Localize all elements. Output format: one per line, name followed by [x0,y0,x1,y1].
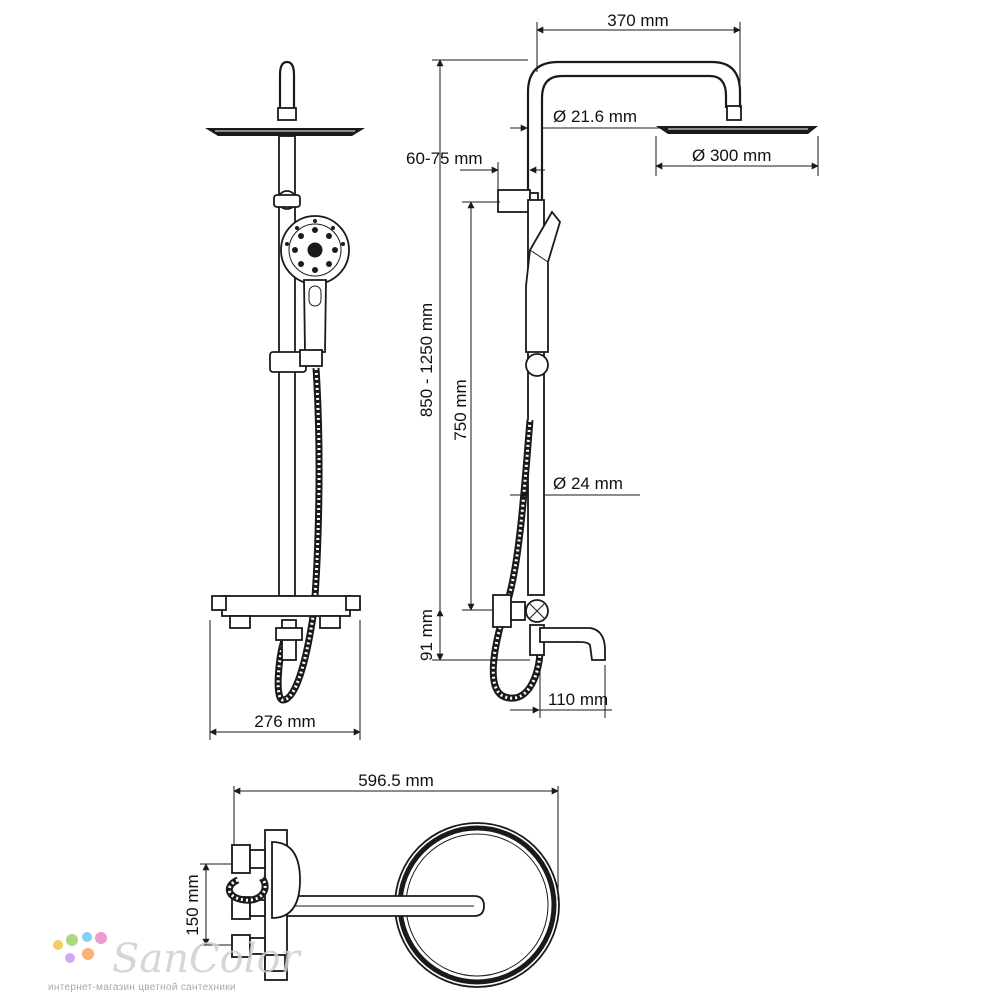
dim-top-arm: 370 mm [536,11,741,108]
logo-dot [82,932,92,942]
wall-offset-label: 60-75 mm [406,149,483,168]
front-view [205,60,365,704]
total-height-label: 850 - 1250 mm [417,303,436,417]
nozzles [285,219,345,273]
logo-dot [53,940,63,950]
dim-top-view-length: 596.5 mm [233,771,559,900]
dim-pipe-diameter: Ø 24 mm [510,474,640,499]
dim-total-height: 850 - 1250 mm [417,59,530,661]
logo-dot [65,953,75,963]
top-view-length-label: 596.5 mm [358,771,434,790]
logo-dot [82,948,94,960]
logo-dot [95,932,107,944]
bar-height-label: 750 mm [451,379,470,440]
dim-connection-spacing: 150 mm [183,863,232,946]
top-pipe-diameter-label: Ø 21.6 mm [553,107,637,126]
dim-bar-height: 750 mm [451,201,500,611]
connection-spacing-label: 150 mm [183,874,202,935]
dim-top-pipe-diameter: Ø 21.6 mm [510,107,660,132]
front-width-label: 276 mm [254,712,315,731]
top-view [225,822,560,988]
dim-head-diameter: Ø 300 mm [655,136,819,176]
watermark-tagline: интернет-магазин цветной сантехники [48,982,236,993]
side-view [489,60,818,702]
pipe-diameter-label: Ø 24 mm [553,474,623,493]
watermark-logo: SanColor интернет-магазин цветной сантех… [48,932,303,993]
watermark-name: SanColor [112,936,303,982]
logo-dot [66,934,78,946]
mixer-height-label: 91 mm [417,609,436,661]
spout-length-label: 110 mm [548,690,608,709]
dim-front-width: 276 mm [209,620,361,740]
dim-wall-offset: 60-75 mm [406,149,545,190]
dim-mixer-height: 91 mm [417,609,444,661]
head-diameter-label: Ø 300 mm [692,146,771,165]
dim-spout-length: 110 mm [510,665,612,718]
top-arm-label: 370 mm [607,11,668,30]
